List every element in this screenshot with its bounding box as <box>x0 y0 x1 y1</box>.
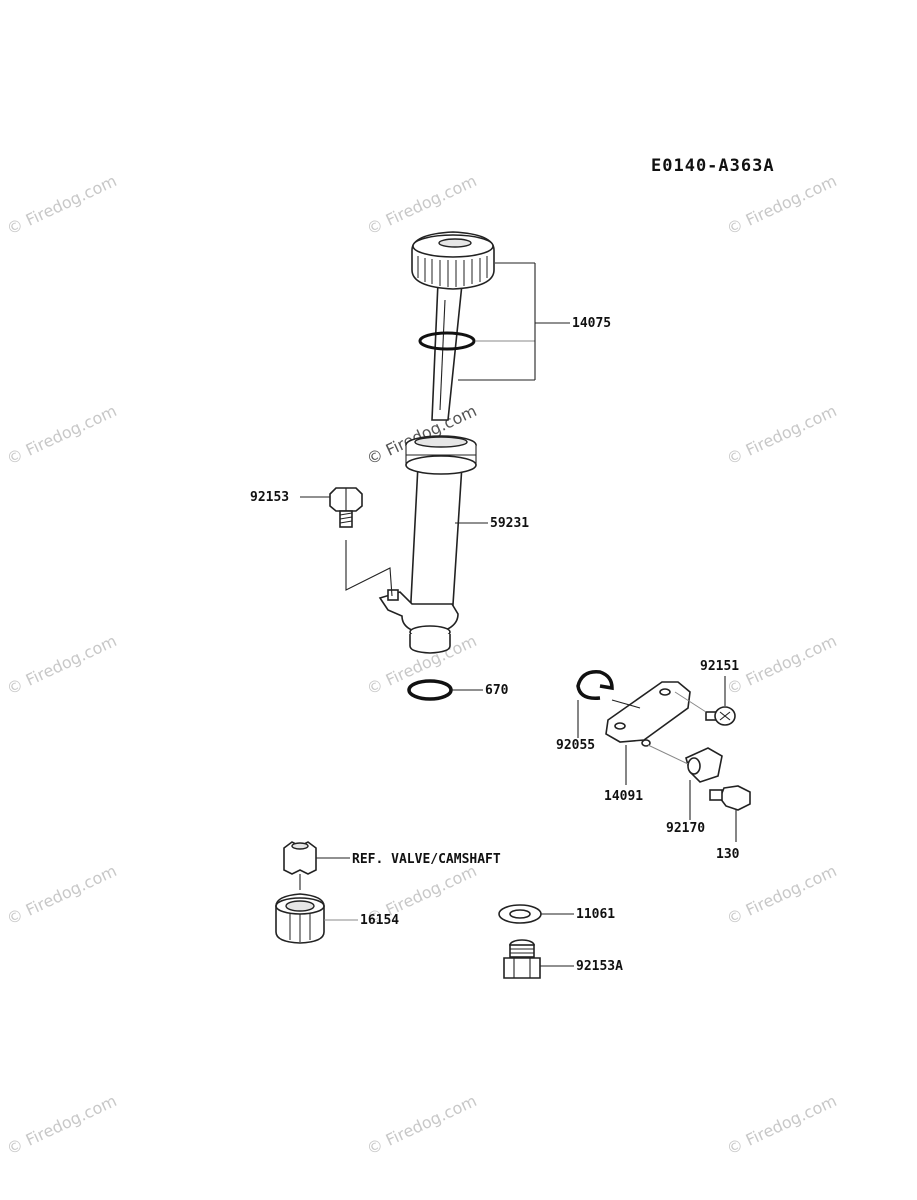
plug-hex <box>503 957 541 979</box>
part-label-59231[interactable]: 59231 <box>490 516 529 531</box>
part-bolt-130[interactable] <box>709 785 751 811</box>
dipstick-rod <box>431 281 463 421</box>
watermark: © Firedog.com <box>4 401 120 469</box>
part-clip-92055[interactable] <box>576 670 614 700</box>
part-label-92151[interactable]: 92151 <box>700 659 739 674</box>
part-label-92170[interactable]: 92170 <box>666 821 705 836</box>
part-gear-16154[interactable] <box>275 893 325 944</box>
leader-14075 <box>458 262 570 381</box>
part-plug-92153A[interactable] <box>503 939 541 979</box>
part-plate-14091[interactable] <box>605 681 691 747</box>
part-clamp-92170[interactable] <box>685 747 723 783</box>
part-label-16154[interactable]: 16154 <box>360 913 399 928</box>
ref-valve-camshaft-label[interactable]: REF. VALVE/CAMSHAFT <box>352 852 501 867</box>
watermark: © Firedog.com <box>724 1091 840 1159</box>
part-washer-11061[interactable] <box>498 904 542 924</box>
watermark: © Firedog.com <box>364 171 480 239</box>
tube-body <box>409 464 463 621</box>
part-label-92153A[interactable]: 92153A <box>576 959 623 974</box>
part-dipstick-cap[interactable] <box>411 231 495 421</box>
leader-bolt-to-flange <box>345 540 393 597</box>
watermark: © Firedog.com <box>724 631 840 699</box>
part-label-670[interactable]: 670 <box>485 683 509 698</box>
part-label-14091[interactable]: 14091 <box>604 789 643 804</box>
watermark: © Firedog.com <box>724 171 840 239</box>
watermark: © Firedog.com <box>4 1091 120 1159</box>
part-camshaft-gear-ref[interactable] <box>283 841 317 890</box>
part-screw-92151[interactable] <box>705 706 736 726</box>
watermark: © Firedog.com <box>724 401 840 469</box>
part-o-ring-670[interactable] <box>407 679 453 701</box>
watermark: © Firedog.com <box>364 1091 480 1159</box>
part-label-92055[interactable]: 92055 <box>556 738 595 753</box>
dipstick-o-ring <box>418 331 476 351</box>
part-oil-filler-tube[interactable] <box>378 435 477 654</box>
watermark: © Firedog.com <box>4 861 120 929</box>
leader-clip-to-plate <box>611 699 641 709</box>
part-label-130[interactable]: 130 <box>716 847 740 862</box>
part-label-92153[interactable]: 92153 <box>250 490 289 505</box>
bolt-130-head <box>719 785 751 811</box>
diagram-id: E0140-A363A <box>651 156 775 176</box>
watermark: © Firedog.com <box>4 631 120 699</box>
watermark: © Firedog.com <box>4 171 120 239</box>
part-label-14075[interactable]: 14075 <box>572 316 611 331</box>
part-label-11061[interactable]: 11061 <box>576 907 615 922</box>
part-bolt-92153[interactable] <box>329 487 363 528</box>
watermark: © Firedog.com <box>724 861 840 929</box>
plate <box>605 681 691 743</box>
